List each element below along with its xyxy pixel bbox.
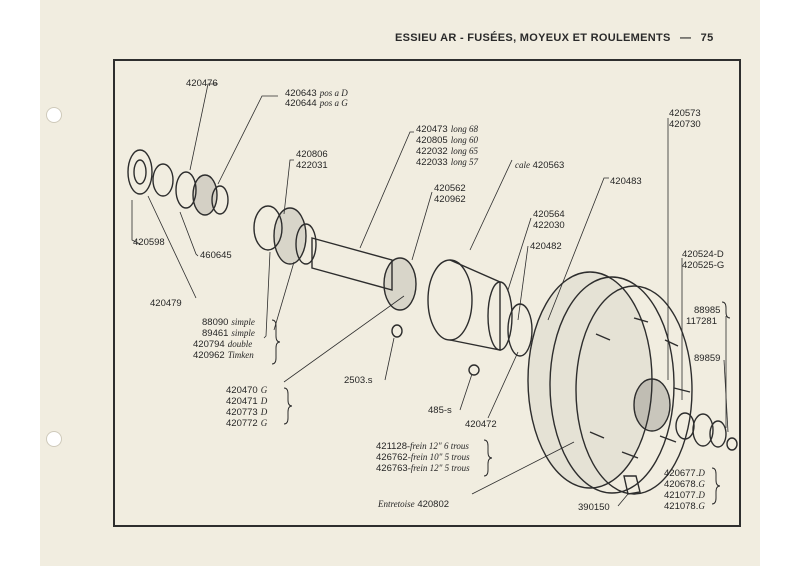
part-label: 420730	[669, 119, 701, 130]
part-label: 420479	[150, 298, 182, 309]
part-label: 420598	[133, 237, 165, 248]
part-label-with-note: cale 420563	[515, 160, 565, 171]
part-label: 88985	[694, 305, 721, 316]
part-label: 420562	[434, 183, 466, 194]
binder-hole-bottom	[46, 431, 62, 447]
part-label: 420483	[610, 176, 642, 187]
part-label-with-note: 421128-frein 12" 6 trous	[376, 441, 469, 452]
washer-drawing	[175, 171, 197, 209]
page-header: ESSIEU AR - FUSÉES, MOYEUX ET ROULEMENTS…	[395, 32, 714, 44]
part-label: 420525-G	[682, 260, 725, 271]
part-label-with-note: Entretoise 420802	[378, 499, 450, 510]
part-label: 420962	[434, 194, 466, 205]
part-label: 420564	[533, 209, 565, 220]
brake-drum-drawing	[527, 271, 653, 489]
right-nut-drawing	[675, 412, 695, 440]
part-label: 420524-D	[682, 249, 724, 260]
castle-nut-drawing	[152, 163, 174, 197]
leader-lines	[131, 83, 729, 507]
catalog-page	[40, 0, 760, 566]
part-label: 420573	[669, 108, 701, 119]
part-label-with-side: 421077.D	[664, 490, 705, 501]
outer-bearing-drawing	[253, 205, 283, 251]
part-label: 390150	[578, 502, 610, 513]
part-label: 2503.s	[344, 375, 373, 386]
header-dash: —	[679, 32, 692, 44]
spacer-small-drawing	[391, 324, 403, 338]
lock-washer-drawing	[127, 149, 153, 195]
part-label: 422031	[296, 160, 328, 171]
inner-bearing-drawing	[383, 257, 417, 311]
part-label: 420472	[465, 419, 497, 430]
part-label-with-side: 420678.G	[664, 479, 705, 490]
diagram-frame	[113, 59, 741, 527]
hub-flange-drawing	[427, 259, 473, 341]
wheel-studs-drawing	[589, 317, 691, 459]
stud-small-drawing	[468, 364, 480, 376]
part-label-with-side: 420677.D	[664, 468, 705, 479]
page-number: 75	[700, 32, 714, 44]
part-label-with-note: 426763-frein 12" 5 trous	[376, 463, 470, 474]
wheel-nut-drawing	[623, 475, 641, 495]
brackets	[271, 301, 731, 505]
binder-hole-top	[46, 107, 62, 123]
part-label-with-side: 421078.G	[664, 501, 705, 512]
part-label: 422030	[533, 220, 565, 231]
page-title: ESSIEU AR - FUSÉES, MOYEUX ET ROULEMENTS	[395, 32, 671, 44]
part-label: 89859	[694, 353, 721, 364]
part-label: 420476	[186, 78, 218, 89]
part-label: 485-s	[428, 405, 452, 416]
part-label-with-note: 426762-frein 10" 5 trous	[376, 452, 470, 463]
part-label: 460645	[200, 250, 232, 261]
part-label: 420482	[530, 241, 562, 252]
right-cap-drawing	[726, 437, 738, 451]
part-label: 117281	[686, 316, 717, 327]
spindle-shaft-drawing	[311, 237, 393, 291]
part-label: 420806	[296, 149, 328, 160]
